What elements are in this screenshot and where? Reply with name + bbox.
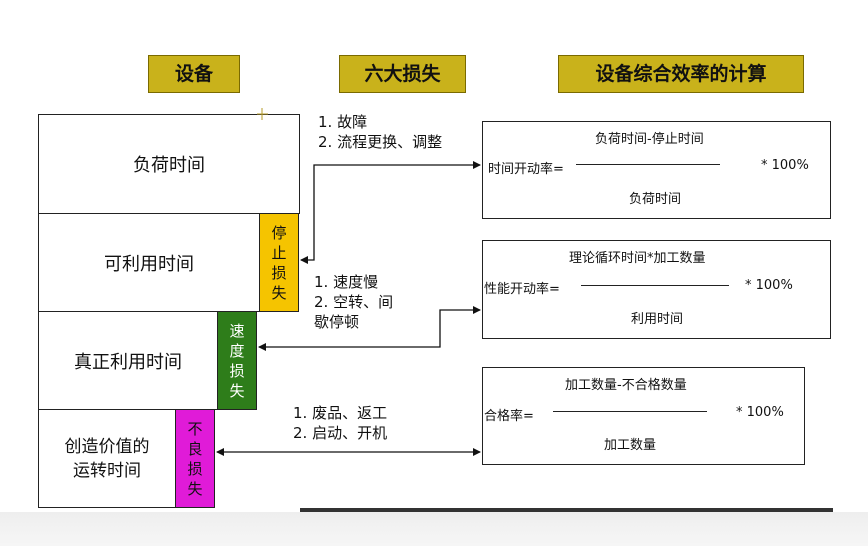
stop-loss-block: 停止损失 — [259, 213, 299, 312]
quality-numerator: 加工数量-不合格数量 — [565, 378, 687, 393]
performance-fraction-line — [581, 285, 729, 286]
performance-label: 性能开动率= — [484, 282, 560, 297]
available-time-block: 可利用时间 — [38, 213, 260, 312]
load-time-block: 负荷时间 — [38, 114, 300, 214]
performance-numerator: 理论循环时间*加工数量 — [569, 251, 706, 266]
availability-numerator: 负荷时间-停止时间 — [595, 132, 704, 147]
availability-multiplier: * 100% — [761, 158, 809, 173]
stop-loss-note: 1. 故障 2. 流程更换、调整 — [318, 113, 443, 151]
quality-fraction-line — [553, 411, 707, 412]
header-six-losses: 六大损失 — [339, 55, 466, 93]
performance-formula-box: 理论循环时间*加工数量 性能开动率= * 100% 利用时间 — [482, 240, 831, 339]
availability-label: 时间开动率= — [488, 162, 564, 177]
speed-loss-block: 速度损失 — [217, 311, 257, 410]
availability-fraction-line — [576, 164, 720, 165]
quality-label: 合格率= — [484, 409, 534, 424]
value-time-block: 创造价值的 运转时间 — [38, 409, 176, 508]
quality-multiplier: * 100% — [736, 405, 784, 420]
availability-formula-box: 负荷时间-停止时间 时间开动率= * 100% 负荷时间 — [482, 121, 831, 219]
defect-loss-block: 不良损失 — [175, 409, 215, 508]
quality-formula-box: 加工数量-不合格数量 合格率= * 100% 加工数量 — [482, 367, 805, 465]
footer-stripe — [300, 508, 833, 512]
footer-band — [0, 512, 868, 546]
header-equipment: 设备 — [148, 55, 240, 93]
stop-loss-arrow — [300, 161, 481, 264]
net-time-block: 真正利用时间 — [38, 311, 218, 410]
header-oee-calc: 设备综合效率的计算 — [558, 55, 804, 93]
performance-multiplier: * 100% — [745, 278, 793, 293]
availability-denominator: 负荷时间 — [629, 192, 682, 207]
performance-denominator: 利用时间 — [631, 312, 684, 327]
quality-denominator: 加工数量 — [604, 438, 657, 453]
speed-loss-note: 1. 速度慢 2. 空转、间 歇停顿 — [314, 273, 394, 331]
defect-loss-note: 1. 废品、返工 2. 启动、开机 — [293, 404, 388, 442]
